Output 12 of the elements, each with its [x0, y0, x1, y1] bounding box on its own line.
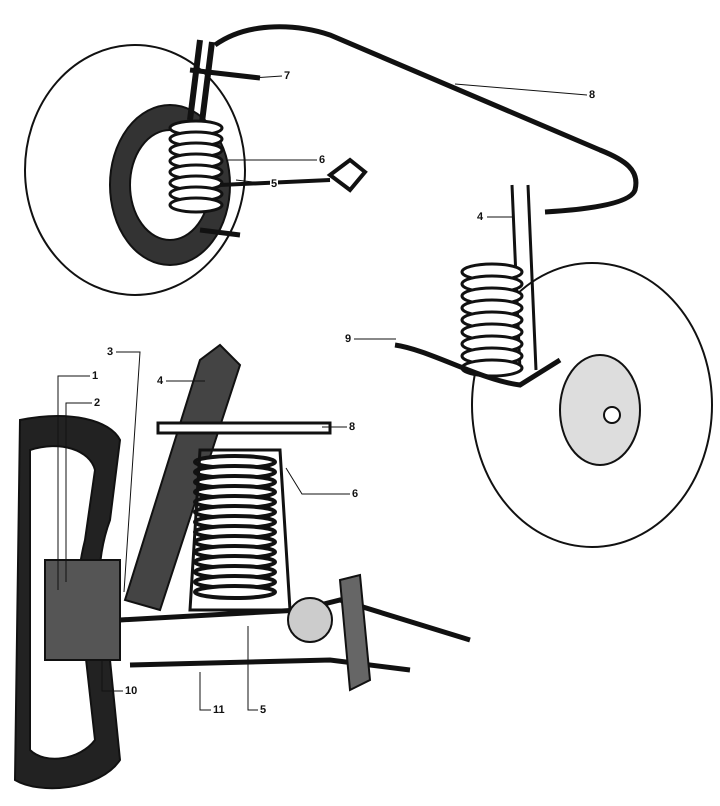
leader-line [454, 84, 588, 96]
leader-line [486, 216, 512, 218]
leader-line [116, 352, 141, 592]
leader-line [200, 672, 212, 710]
leader-line [58, 376, 90, 590]
leader-line [166, 380, 206, 382]
leader-line [248, 626, 258, 710]
leader-line [322, 426, 348, 428]
leader-line [66, 402, 92, 582]
leader-line [102, 660, 124, 692]
leader-line [286, 468, 350, 494]
leader-line [354, 338, 396, 340]
